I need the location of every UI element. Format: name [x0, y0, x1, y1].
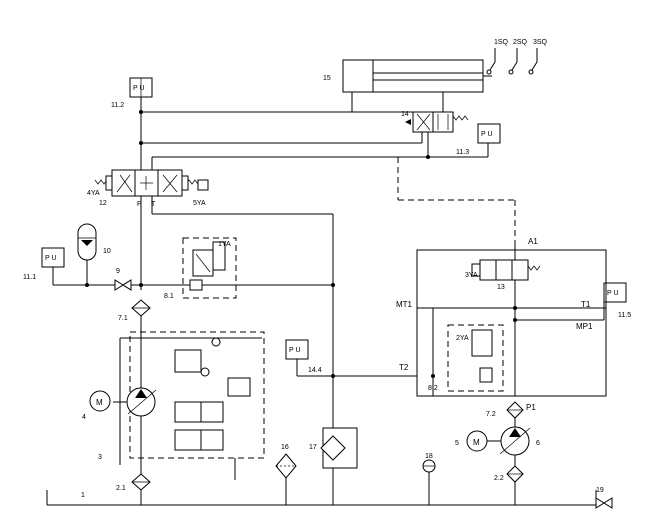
- label-14: 14: [401, 111, 409, 118]
- label-2-1: 2.1: [116, 485, 126, 492]
- label-t: T: [151, 201, 156, 208]
- label-17: 17: [309, 444, 317, 451]
- label-3: 3: [98, 454, 102, 461]
- label-11-1: 11.1: [23, 274, 36, 281]
- label-mt1: MT1: [396, 300, 413, 309]
- label-8-1: 8.1: [164, 293, 174, 300]
- gauge-14-4: P U: [285, 339, 417, 377]
- label-3sq: 3SQ: [533, 39, 548, 46]
- accumulator-10: [77, 223, 97, 285]
- label-11-5: 11.5: [618, 312, 631, 319]
- pump-6: M: [466, 418, 531, 466]
- filter-16: [275, 453, 297, 505]
- label-2-2: 2.2: [494, 475, 504, 482]
- label-11-3: 11.3: [456, 149, 469, 156]
- label-t2: T2: [399, 363, 409, 372]
- label-6: 6: [536, 440, 540, 447]
- label-10: 10: [103, 248, 111, 255]
- gauge-11-2: P U: [129, 77, 153, 98]
- label-14-4: 14.4: [308, 367, 322, 374]
- shutoff-valve-9: [114, 279, 132, 291]
- cooler-17: [320, 427, 358, 469]
- valve-14: [352, 111, 469, 157]
- label-1: 1: [81, 492, 85, 499]
- label-4ya: 4YA: [87, 190, 100, 197]
- label-18: 18: [425, 453, 433, 460]
- label-7-1: 7.1: [118, 315, 128, 322]
- label-2sq: 2SQ: [513, 39, 528, 46]
- right-manifold: [333, 157, 607, 397]
- drain-valve-19: [595, 497, 613, 509]
- tank-line: [46, 490, 597, 506]
- label-p: P: [137, 201, 142, 208]
- label-12: 12: [99, 200, 107, 207]
- label-16: 16: [281, 444, 289, 451]
- cylinder-15: [342, 59, 492, 112]
- label-p1: P1: [526, 403, 536, 412]
- label-1sq: 1SQ: [494, 39, 509, 46]
- motor-5-label: M: [473, 438, 480, 447]
- gauge-11-3-label: P U: [481, 131, 493, 138]
- valve-12: [94, 169, 209, 208]
- filter-2-1: [131, 473, 151, 491]
- filter-2-2: [506, 465, 524, 505]
- label-15: 15: [323, 75, 331, 82]
- gauge-11-5: P U: [515, 282, 627, 321]
- label-13: 13: [497, 284, 505, 291]
- label-2ya: 2YA: [456, 335, 469, 342]
- label-5ya: 5YA: [193, 200, 206, 207]
- junction-dots: [85, 110, 430, 378]
- label-8-2: 8.2: [428, 385, 438, 392]
- thermometer-18: [422, 459, 436, 505]
- label-a1: A1: [528, 237, 538, 246]
- gauge-11-1-label: P U: [45, 255, 57, 262]
- gauge-11-3: P U: [477, 123, 501, 144]
- label-7-2: 7.2: [486, 411, 496, 418]
- label-3ya: 3YA: [465, 272, 478, 279]
- limit-switches: [486, 48, 538, 75]
- gauge-11-5-label: P U: [607, 290, 619, 297]
- label-5: 5: [455, 440, 459, 447]
- motor-4-label: M: [96, 398, 103, 407]
- gauge-14-4-label: P U: [289, 347, 301, 354]
- gauge-11-2-label: P U: [133, 85, 145, 92]
- label-mp1: MP1: [576, 322, 593, 331]
- solenoid-valve-8-1: [182, 237, 237, 299]
- label-11-2: 11.2: [111, 102, 124, 109]
- pump-unit-3: M: [89, 331, 265, 480]
- label-9: 9: [116, 268, 120, 275]
- filter-7-2: [506, 401, 524, 419]
- label-19: 19: [596, 487, 604, 494]
- label-t1: T1: [581, 300, 591, 309]
- label-1ya: 1YA: [218, 241, 231, 248]
- label-4: 4: [82, 414, 86, 421]
- filter-7-1: [131, 299, 151, 317]
